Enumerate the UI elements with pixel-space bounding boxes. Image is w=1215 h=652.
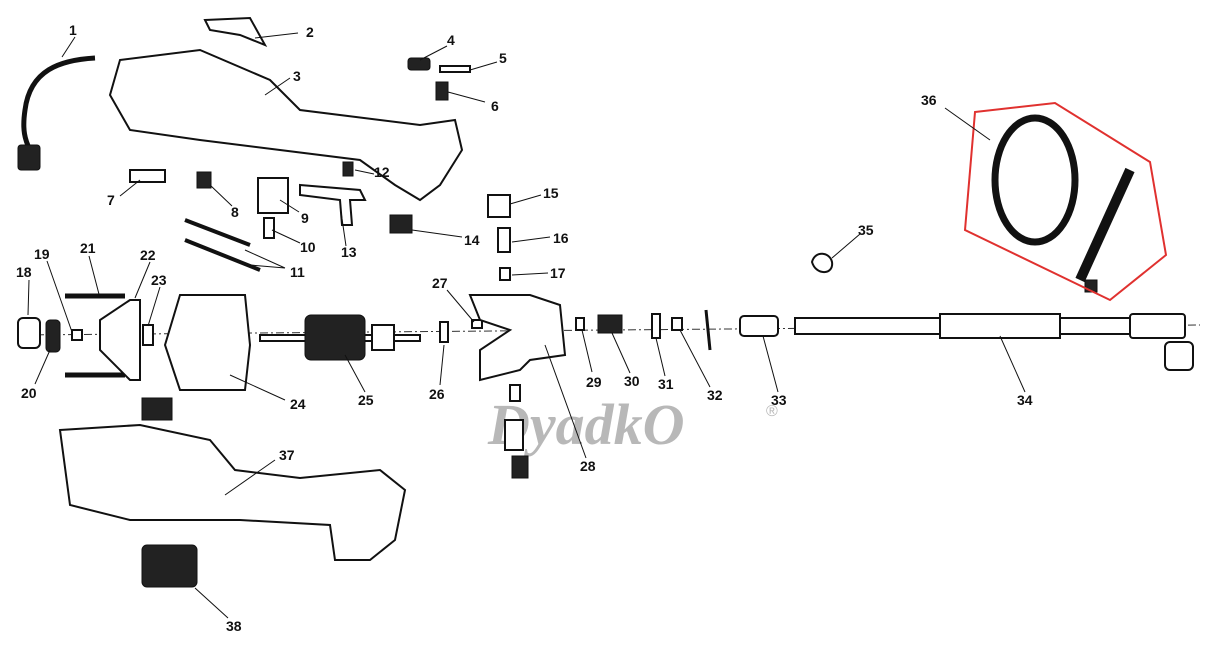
shaft-tube-34 [794, 313, 1194, 371]
part-label-15: 15 [543, 185, 559, 201]
washer-29 [575, 317, 585, 331]
gear-housing-28 [468, 294, 567, 382]
part-labels: 1 2 3 4 5 6 7 8 9 10 11 12 13 14 15 16 1… [16, 22, 1033, 634]
part-label-3: 3 [293, 68, 301, 84]
capacitor-9 [257, 177, 289, 214]
part-label-34: 34 [1017, 392, 1033, 408]
stator-24 [163, 294, 252, 391]
part-label-23: 23 [151, 272, 167, 288]
gear-30 [597, 314, 623, 334]
armature-25 [259, 314, 421, 361]
part-label-14: 14 [464, 232, 480, 248]
bearing-23 [142, 324, 154, 346]
cord-clamp-7 [129, 169, 166, 183]
part-label-10: 10 [300, 239, 316, 255]
housing-half-front-37 [58, 423, 407, 561]
springs-37 [141, 397, 173, 421]
watermark: DyadkO ® [487, 392, 778, 457]
part-label-32: 32 [707, 387, 723, 403]
part-20 [45, 319, 61, 353]
part-label-8: 8 [231, 204, 239, 220]
part-label-24: 24 [290, 396, 306, 412]
part-label-13: 13 [341, 244, 357, 260]
part-17 [499, 267, 511, 281]
part-10 [263, 217, 275, 239]
lever-13 [299, 183, 367, 226]
housing-half-rear [108, 48, 464, 202]
part-8 [196, 171, 212, 189]
highlight-outline [963, 101, 1168, 302]
leader-lines [27, 32, 1026, 619]
coupling-33 [739, 315, 779, 337]
part-label-33: 33 [771, 392, 787, 408]
part-31 [651, 313, 661, 339]
part-label-22: 22 [140, 247, 156, 263]
part-12 [342, 161, 354, 177]
part-label-37: 37 [279, 447, 295, 463]
part-label-6: 6 [491, 98, 499, 114]
part-label-36: 36 [921, 92, 937, 108]
spring-5 [439, 65, 471, 73]
power-cord [17, 55, 96, 171]
part-label-27: 27 [432, 275, 448, 291]
part-label-21: 21 [80, 240, 96, 256]
guard-38 [141, 544, 198, 588]
part-label-38: 38 [226, 618, 242, 634]
part-label-28: 28 [580, 458, 596, 474]
part-label-1: 1 [69, 22, 77, 38]
part-27 [471, 319, 483, 329]
part-label-29: 29 [586, 374, 602, 390]
part-label-25: 25 [358, 392, 374, 408]
bearing-26 [439, 321, 449, 343]
auxiliary-handle-36 [991, 114, 1135, 293]
part-label-12: 12 [374, 164, 390, 180]
part-32 [671, 317, 683, 331]
cover-2 [203, 16, 268, 47]
clamp-35 [810, 252, 834, 274]
part-label-20: 20 [21, 385, 37, 401]
part-label-7: 7 [107, 192, 115, 208]
part-16 [497, 227, 511, 253]
part-19 [71, 329, 83, 341]
part-label-30: 30 [624, 373, 640, 389]
part-label-9: 9 [301, 210, 309, 226]
part-label-19: 19 [34, 246, 50, 262]
part-label-5: 5 [499, 50, 507, 66]
lever-6 [435, 81, 449, 101]
pin-32 [704, 309, 712, 351]
part-label-16: 16 [553, 230, 569, 246]
part-label-2: 2 [306, 24, 314, 40]
part-lower-1 [509, 384, 521, 402]
switch-14 [389, 214, 413, 234]
part-label-4: 4 [447, 32, 455, 48]
bracket-22 [99, 299, 141, 381]
wires-11 [184, 218, 261, 272]
part-15 [487, 194, 511, 218]
part-label-35: 35 [858, 222, 874, 238]
part-label-18: 18 [16, 264, 32, 280]
part-18 [17, 317, 41, 349]
part-label-31: 31 [658, 376, 674, 392]
part-lower-3 [511, 455, 529, 479]
watermark-registered-mark: ® [766, 403, 778, 420]
part-label-26: 26 [429, 386, 445, 402]
switch-button-4 [407, 57, 431, 71]
part-lower-2 [504, 419, 524, 451]
part-label-11: 11 [290, 264, 305, 280]
screws-21 [65, 293, 125, 378]
part-label-17: 17 [550, 265, 566, 281]
